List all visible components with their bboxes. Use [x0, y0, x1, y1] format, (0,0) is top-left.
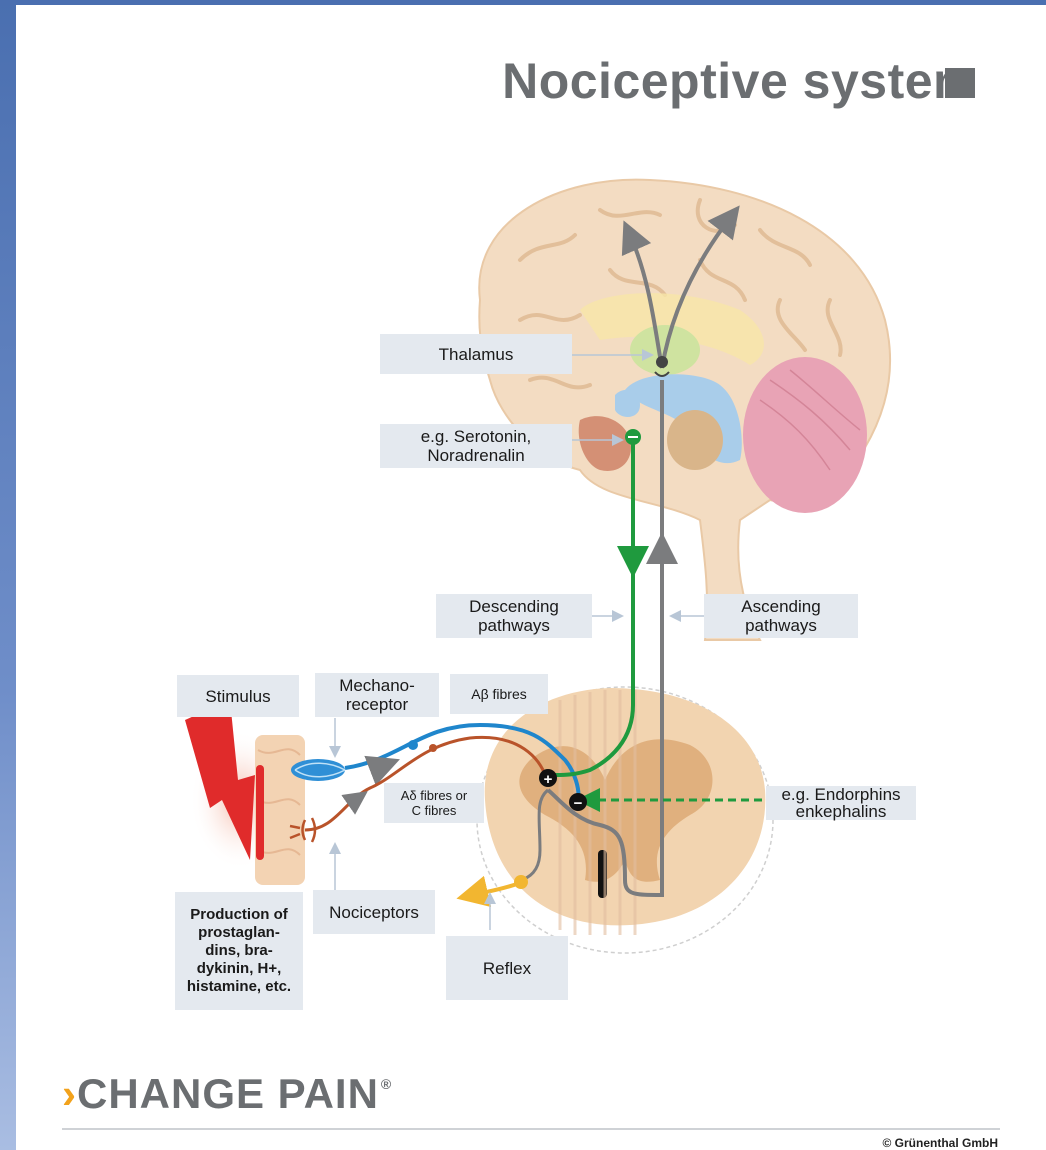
label-reflex: Reflex — [446, 936, 568, 1000]
endorphins-line-2: enkephalins — [766, 803, 916, 820]
label-stimulus: Stimulus — [177, 675, 299, 717]
footer-divider — [62, 1128, 1000, 1130]
ascending-line-2: pathways — [745, 616, 817, 635]
injury-mark — [256, 765, 264, 860]
mechanoreceptor-icon — [291, 759, 345, 781]
label-production: Production of prostaglan- dins, bra- dyk… — [175, 892, 303, 1010]
production-line-2: prostaglan- — [198, 924, 280, 942]
endorphins-line-1: e.g. Endorphins — [766, 786, 916, 803]
descending-line-1: Descending — [469, 597, 559, 616]
mechanoreceptor-line-2: receptor — [346, 695, 408, 714]
label-ascending: Ascending pathways — [704, 594, 858, 638]
production-line-1: Production of — [190, 906, 288, 924]
adelta-line-2: C fibres — [412, 803, 457, 818]
thalamus-synapse — [656, 356, 668, 368]
label-serotonin: e.g. Serotonin, Noradrenalin — [380, 424, 572, 468]
label-nociceptors: Nociceptors — [313, 890, 435, 934]
reflex-neuron — [514, 875, 528, 889]
cerebellum — [743, 357, 867, 513]
label-descending: Descending pathways — [436, 594, 592, 638]
logo-text: CHANGE PAIN — [77, 1070, 379, 1117]
change-pain-logo: ›CHANGE PAIN® — [62, 1070, 392, 1118]
production-line-4: dykinin, H+, — [197, 960, 282, 978]
label-mechanoreceptor: Mechano- receptor — [315, 673, 439, 717]
descending-line-2: pathways — [478, 616, 550, 635]
ascending-line-1: Ascending — [741, 597, 820, 616]
label-abeta: Aβ fibres — [450, 674, 548, 714]
mechanoreceptor-line-1: Mechano- — [339, 676, 415, 695]
stimulus-text: Stimulus — [205, 687, 270, 706]
production-line-5: histamine, etc. — [187, 978, 291, 996]
copyright-text: © Grünenthal GmbH — [882, 1136, 998, 1150]
logo-registered-mark: ® — [381, 1076, 392, 1092]
plus-sign: + — [544, 771, 553, 788]
serotonin-line-2: Noradrenalin — [427, 446, 524, 465]
label-thalamus: Thalamus — [380, 334, 572, 374]
minus-sign: − — [574, 795, 583, 812]
abeta-text: Aβ fibres — [471, 685, 527, 704]
skin-area — [185, 700, 305, 885]
logo-chevron-icon: › — [62, 1070, 77, 1117]
label-endorphins: e.g. Endorphins enkephalins — [766, 786, 916, 820]
nociceptors-text: Nociceptors — [329, 903, 419, 922]
reflex-text: Reflex — [483, 959, 531, 978]
production-line-3: dins, bra- — [205, 942, 273, 960]
spinal-cord-section — [477, 687, 773, 953]
serotonin-line-1: e.g. Serotonin, — [421, 427, 532, 446]
label-adelta: Aδ fibres or C fibres — [384, 783, 484, 823]
brain — [479, 180, 890, 640]
adelta-line-1: Aδ fibres or — [401, 788, 467, 803]
pons — [667, 410, 723, 470]
thalamus-text: Thalamus — [439, 345, 514, 364]
